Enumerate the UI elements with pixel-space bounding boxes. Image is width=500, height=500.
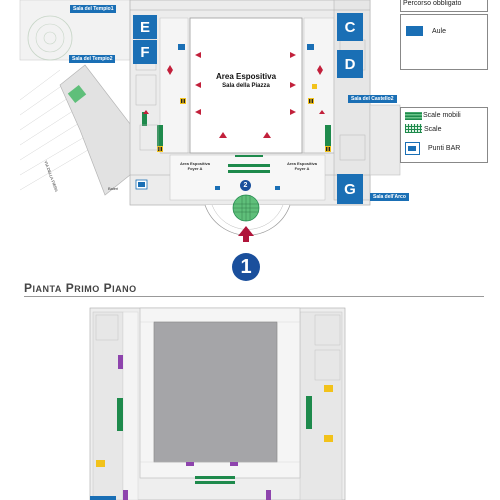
section-divider [24,296,484,297]
legend-label-path: Percorso obbligato [403,0,462,7]
legend-label-aule: Aule [432,28,447,35]
legend-label-bar: Punti BAR [428,145,461,152]
escalator-icon [405,112,422,120]
label-sala-castello2: Sala del Castello2 [348,95,397,103]
first-floor-escalator [195,476,235,479]
marker-2[interactable]: 2 [240,180,251,191]
bar-icon [405,142,420,155]
first-floor-stairs-left [117,398,123,431]
left-wing-stairs [67,84,87,104]
legend-box-aule [400,14,488,70]
purple-rooms [118,355,271,500]
legend: Percorso obbligato Aule Scale mobili Sca… [400,0,488,165]
restroom-icons [157,84,331,152]
ground-floor-plan [19,0,401,242]
legend-swatch-aule [406,26,423,36]
entrance-arrow [238,226,254,242]
first-floor-restrooms [96,385,333,467]
stairs-icon [405,124,422,133]
label-baleri: Baleri [108,186,119,191]
room-c[interactable]: C [337,13,363,41]
legend-label-stairs: Scale [424,126,442,133]
garden-circle [27,15,73,61]
room-g[interactable]: G [337,174,363,204]
label-area-espositiva: Area Espositiva [215,72,277,81]
label-sala-tempio2: Sala del Tempio2 [69,55,116,63]
legend-box-path [400,0,488,12]
room-f[interactable]: F [133,40,157,64]
path-arrows [143,52,325,138]
first-floor-hall [153,321,278,463]
foyer-escalator-2 [228,170,270,173]
entrance-marker-1[interactable]: 1 [232,253,260,281]
room-d[interactable]: D [337,50,363,78]
first-floor-plan [89,307,346,500]
label-foyer-a-right: Area Espositiva Foyer A [286,161,317,171]
section-title: PIANTA PRIMO PIANO [24,281,137,295]
first-floor-stairs-right [306,396,312,429]
legend-label-escalators: Scale mobili [423,112,461,119]
label-sala-tempio1: Sala del Tempio1 [70,5,117,13]
left-stairs [157,125,163,147]
bar-markers [135,44,314,190]
room-e[interactable]: E [133,15,157,39]
label-sala-piazza: Sala della Piazza [222,83,270,89]
label-sala-arco: Sala dell'Arco [370,193,409,201]
foyer-escalator-1 [228,164,270,167]
label-foyer-a-left: Area Espositiva Foyer A [179,161,210,171]
